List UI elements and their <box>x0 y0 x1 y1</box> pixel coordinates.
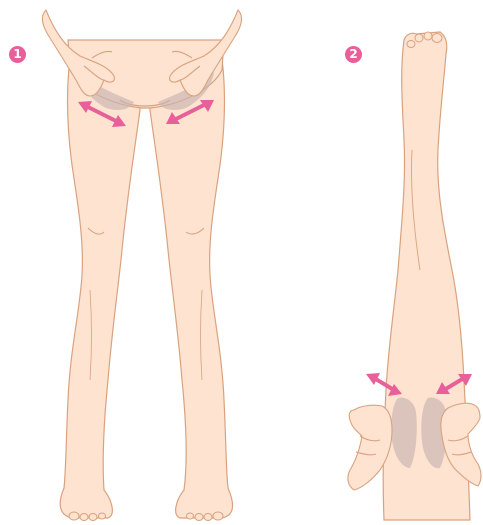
step-1-badge: 1 <box>9 46 26 63</box>
step-1-figure <box>43 10 242 521</box>
left-leg <box>60 45 142 518</box>
right-leg <box>150 45 233 518</box>
step-2-figure <box>348 32 481 520</box>
step-2-badge: 2 <box>345 46 362 63</box>
